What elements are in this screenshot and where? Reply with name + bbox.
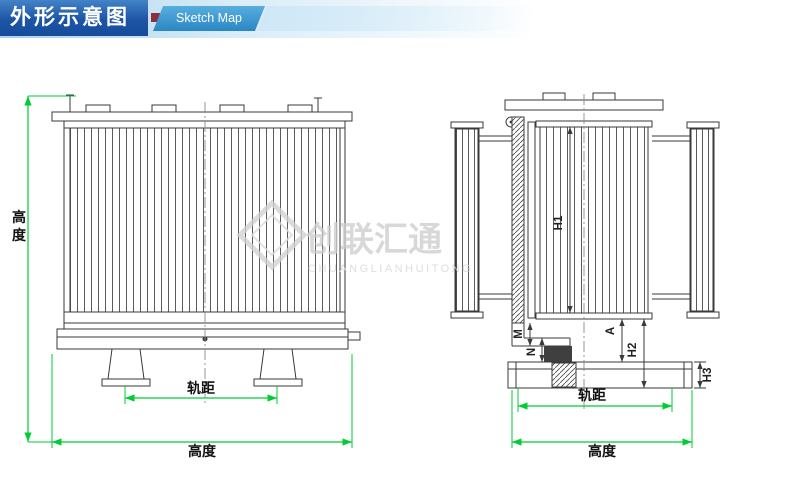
front-gauge-label: 轨距 <box>187 380 215 396</box>
page-header: 外形示意图 Sketch Map <box>0 0 790 38</box>
fins-top-rail <box>535 120 653 128</box>
radiator-right-top-cap <box>686 121 720 129</box>
watermark-latin-text: CHUANGLIANHUITONG <box>308 263 473 275</box>
header-ribbon: Sketch Map <box>152 6 266 31</box>
watermark-cjk-text: 创联汇通 <box>305 221 442 259</box>
side-view <box>450 92 720 389</box>
front-height-label: 高度 <box>12 209 26 244</box>
header-accent-square <box>151 13 160 22</box>
watermark-logo-icon <box>236 199 308 271</box>
side-dimensions: 轨距 高度 <box>511 387 693 459</box>
front-tank-body <box>63 120 346 324</box>
radiator-right-bottom-cap <box>686 311 720 319</box>
h1-label: H1 <box>553 215 565 230</box>
sketch-area: 轨距 高度 <box>0 38 790 483</box>
lid-lug <box>287 104 313 113</box>
side-gauge-label: 轨距 <box>578 387 606 403</box>
page-title: 外形示意图 <box>0 0 148 36</box>
m-label: M <box>513 329 525 339</box>
weld-section-fill <box>544 346 572 362</box>
fins-bottom-rail <box>535 312 653 320</box>
radiator-left-top-cap <box>450 121 484 129</box>
radiator-left <box>455 128 479 312</box>
front-dimensions: 轨距 高度 <box>24 95 353 459</box>
wheel-left <box>107 348 145 380</box>
drain-valve <box>347 331 361 341</box>
front-width-label: 高度 <box>188 443 217 459</box>
watermark: 创联汇通 CHUANGLIANHUITONG <box>236 199 473 275</box>
lid-lug <box>85 104 111 113</box>
header-ribbon-tail <box>256 6 588 31</box>
front-lid <box>51 111 353 122</box>
tank-wall-section <box>511 116 525 324</box>
watermark-logo-inner <box>250 213 294 257</box>
lid-lug <box>219 104 245 113</box>
side-width-label: 高度 <box>588 443 617 459</box>
side-detail-dimensions: H1 M N A H2 H3 <box>513 126 714 389</box>
sketch-drawing: 轨距 高度 <box>24 92 720 459</box>
radiator-left-bottom-cap <box>450 311 484 319</box>
h2-label: H2 <box>627 343 639 358</box>
side-base-plate <box>507 361 693 389</box>
side-radiator-fins <box>539 126 649 314</box>
lid-lug <box>592 92 616 101</box>
wheel-right <box>259 348 297 380</box>
h3-label: H3 <box>702 368 714 383</box>
tank-inner-wall <box>527 121 536 319</box>
wheel-left-flange <box>101 378 151 387</box>
lid-lug <box>542 92 566 101</box>
n-label: N <box>526 348 538 356</box>
wheel-right-flange <box>253 378 303 387</box>
base-plate-section <box>551 362 577 388</box>
a-label: A <box>605 327 617 335</box>
radiator-right <box>690 128 714 312</box>
page-subtitle: Sketch Map <box>175 11 242 25</box>
lid-lug <box>151 104 177 113</box>
